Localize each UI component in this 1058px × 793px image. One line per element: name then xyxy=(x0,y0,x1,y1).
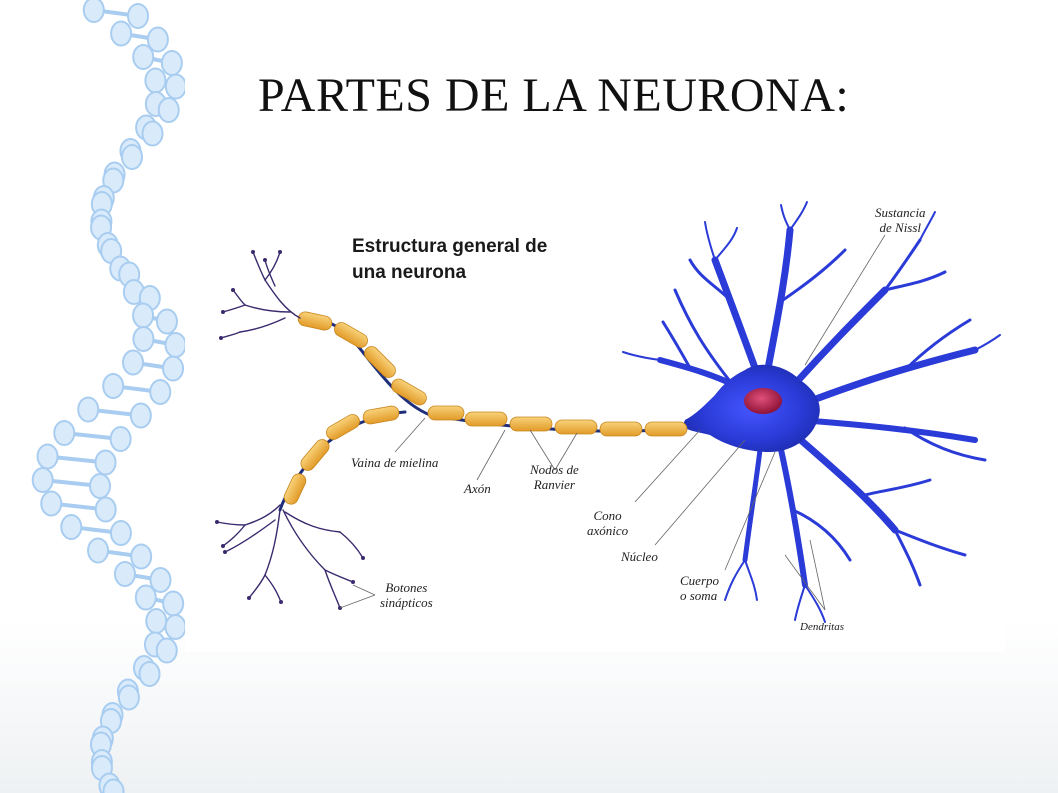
helix-bead xyxy=(132,44,155,70)
label-nodos-ranvier-line1: Nodos de xyxy=(530,462,579,477)
helix-bead xyxy=(132,326,155,352)
slide-title: PARTES DE LA NEURONA: xyxy=(258,69,850,122)
dna-helix-decoration xyxy=(31,0,185,793)
helix-bead xyxy=(82,0,105,23)
dendrites xyxy=(622,201,1001,623)
helix-bead xyxy=(94,496,117,523)
label-cono-axonico: Cono axónico xyxy=(587,508,628,538)
helix-bead xyxy=(36,443,59,470)
helix-bead xyxy=(110,20,133,47)
label-botones-line1: Botones xyxy=(385,580,428,595)
neuron-illustration xyxy=(215,201,1001,623)
label-cuerpo-soma: Cuerpo o soma xyxy=(680,573,719,603)
helix-bead xyxy=(127,3,149,29)
helix-bead xyxy=(149,379,172,405)
neuron-diagram: Estructura general de una neurona Sustan… xyxy=(185,190,1005,652)
label-sustancia-nissl-line1: Sustancia xyxy=(875,205,926,220)
helix-bead xyxy=(122,349,145,376)
nucleus xyxy=(744,388,782,414)
helix-bead xyxy=(102,373,125,399)
helix-bead xyxy=(113,561,136,587)
label-nucleo: Núcleo xyxy=(621,549,658,564)
label-sustancia-nissl-line2: de Nissl xyxy=(879,220,922,235)
label-axon: Axón xyxy=(464,481,491,496)
helix-bead xyxy=(60,514,83,540)
helix-bead xyxy=(117,684,140,711)
label-cuerpo-soma-line1: Cuerpo xyxy=(680,573,719,588)
helix-bead xyxy=(132,302,155,329)
helix-bead xyxy=(40,490,63,517)
label-sustancia-nissl: Sustancia de Nissl xyxy=(875,205,926,235)
label-botones-sinapticos: Botones sinápticos xyxy=(380,580,433,610)
helix-bead xyxy=(130,543,153,570)
label-pointers xyxy=(339,234,886,611)
helix-bead xyxy=(94,449,117,476)
helix-bead xyxy=(155,637,178,664)
label-dendritas: Dendritas xyxy=(800,621,844,633)
helix-bead xyxy=(145,608,168,634)
helix-bead xyxy=(121,144,144,170)
helix-bead xyxy=(102,778,125,793)
figure-heading-line2: una neurona xyxy=(352,262,467,283)
helix-bead xyxy=(164,614,185,640)
helix-bead xyxy=(89,473,112,499)
label-cono-axonico-line2: axónico xyxy=(587,523,629,538)
helix-bead xyxy=(164,332,185,358)
helix-bead xyxy=(141,120,164,147)
label-botones-line2: sinápticos xyxy=(380,595,433,610)
figure-heading-line1: Estructura general de xyxy=(352,236,548,257)
helix-bead xyxy=(160,50,183,76)
helix-bead xyxy=(162,355,185,382)
helix-bead xyxy=(146,26,169,53)
helix-bead xyxy=(157,97,180,123)
figure-heading: Estructura general de una neurona xyxy=(352,234,547,286)
myelin-sheath xyxy=(283,311,688,505)
helix-bead xyxy=(87,537,110,564)
helix-bead xyxy=(129,402,152,429)
helix-bead xyxy=(149,567,172,593)
helix-bead xyxy=(162,590,185,617)
helix-bead xyxy=(77,396,100,423)
label-nodos-ranvier: Nodos de Ranvier xyxy=(530,462,579,492)
helix-bead xyxy=(155,308,178,335)
helix-bead xyxy=(144,67,167,94)
label-nodos-ranvier-line2: Ranvier xyxy=(533,477,575,492)
helix-bead xyxy=(53,420,76,446)
synaptic-buttons xyxy=(215,250,365,610)
helix-bead xyxy=(164,73,185,100)
helix-bead xyxy=(31,467,54,493)
axon-terminals xyxy=(216,251,364,609)
label-vaina-mielina: Vaina de mielina xyxy=(351,455,439,470)
label-cono-axonico-line1: Cono xyxy=(593,508,622,523)
helix-bead xyxy=(134,584,157,611)
helix-bead xyxy=(138,661,161,687)
helix-bead xyxy=(109,520,132,546)
helix-bead xyxy=(109,426,132,452)
label-cuerpo-soma-line2: o soma xyxy=(680,588,718,603)
